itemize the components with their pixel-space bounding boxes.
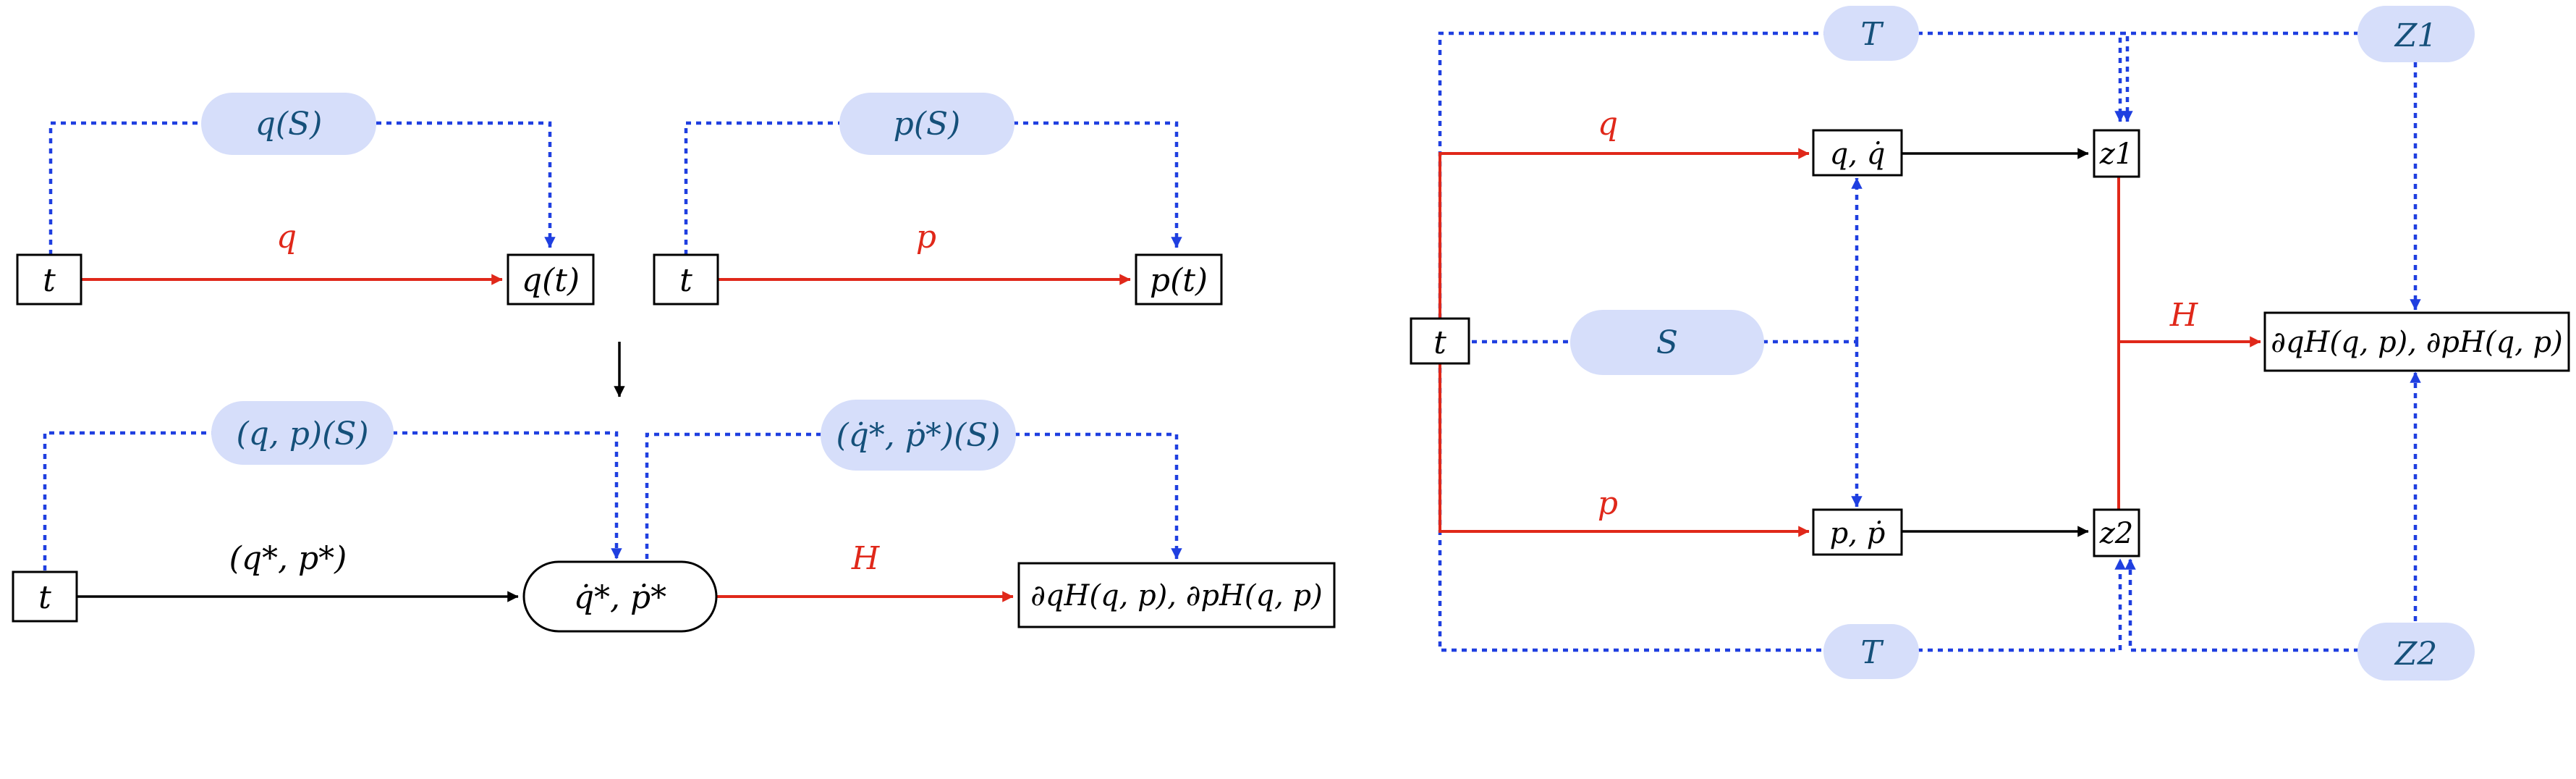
node-t-top-left xyxy=(16,253,82,306)
node-q-qdot-label: q, q̇ xyxy=(1830,138,1886,171)
dashed-edge-t-to-ps xyxy=(684,121,841,255)
node-t-top-right xyxy=(653,253,719,306)
node-t-bottom-label: t xyxy=(38,579,51,616)
right-diagram: T Z1 S T Z2 q p H t q, q̇ p, ṗ z1 z2 ∂qH xyxy=(1410,6,2570,681)
pill-qdot-pdot-of-s-label: (q̇*, ṗ*)(S) xyxy=(836,417,1000,454)
pill-z2-label: Z2 xyxy=(2394,636,2438,673)
node-qdotstar-pdotstar xyxy=(522,560,718,633)
dashed-edge-middle-to-qdps xyxy=(645,432,822,559)
node-q-of-t-label: q(t) xyxy=(522,262,580,299)
pill-p-of-s xyxy=(839,93,1014,155)
node-t-bottom xyxy=(12,570,78,623)
node-p-pdot-label: p, ṗ xyxy=(1830,517,1886,550)
red-edge-t-to-p-pdot xyxy=(1439,342,1810,537)
pill-p-of-s-label: p(S) xyxy=(894,106,961,143)
node-t-right-label: t xyxy=(1433,324,1446,361)
dashed-edge-t-to-top-t xyxy=(1438,31,1825,319)
dashed-edge-t-to-bottom-t xyxy=(1438,368,1825,652)
dashed-edge-t-to-qps xyxy=(43,431,213,570)
dashed-edge-qdps-to-output xyxy=(1014,432,1182,560)
pill-s-label: S xyxy=(1656,324,1678,361)
node-q-of-t xyxy=(507,253,595,306)
dashed-edge-z2-pill-to-z2 xyxy=(2124,558,2359,652)
node-z2-label: z2 xyxy=(2099,517,2134,550)
pill-qp-of-s xyxy=(211,401,394,465)
label-p-right: p xyxy=(1598,485,1618,522)
top-right-p-path: p(S) p t p(t) xyxy=(653,93,1223,306)
pill-qp-of-s-label: (q, p)(S) xyxy=(236,416,368,452)
pill-z2 xyxy=(2357,623,2475,681)
pill-t-bottom-label: T xyxy=(1860,634,1884,671)
node-p-pdot xyxy=(1812,508,1903,556)
node-t-top-left-label: t xyxy=(43,262,56,299)
node-z2 xyxy=(2093,508,2140,557)
dashed-edge-qs-to-qt xyxy=(376,121,556,248)
label-p-arrow: p xyxy=(916,219,936,256)
top-left-q-path: q(S) q t q(t) xyxy=(16,93,595,306)
node-t-top-right-label: t xyxy=(679,262,692,299)
label-h-right: H xyxy=(2169,297,2199,334)
node-qdotstar-pdotstar-label: q̇*, ṗ* xyxy=(574,579,666,616)
node-q-qdot xyxy=(1812,129,1903,177)
red-edge-t-to-q-qdot xyxy=(1439,148,1810,342)
pill-t-top xyxy=(1823,6,1919,61)
label-q-right: q xyxy=(1598,106,1618,143)
dashed-edge-top-t-to-z1 xyxy=(1918,31,2133,122)
node-partial-h-left xyxy=(1017,562,1336,628)
bottom-combined-path: (q, p)(S) (q̇*, ṗ*)(S) (q*, p*) H t q̇*,… xyxy=(12,400,1336,633)
pill-q-of-s-label: q(S) xyxy=(255,106,323,143)
pill-z1-label: Z1 xyxy=(2394,17,2438,54)
node-z1 xyxy=(2093,129,2140,178)
pill-z1 xyxy=(2357,6,2475,62)
pill-qdot-pdot-of-s xyxy=(821,400,1016,471)
pill-s xyxy=(1570,310,1764,375)
node-p-of-t xyxy=(1135,253,1223,306)
node-partial-h-right-label: ∂qH(q, p), ∂pH(q, p) xyxy=(2271,326,2562,359)
pill-t-bottom xyxy=(1823,624,1919,679)
node-t-right xyxy=(1410,317,1470,365)
label-q-arrow: q xyxy=(276,219,297,256)
pill-q-of-s xyxy=(201,93,376,155)
dashed-edge-t-to-qs xyxy=(48,121,203,255)
dashed-edge-bottom-t-to-z2 xyxy=(1918,558,2126,652)
node-p-of-t-label: p(t) xyxy=(1150,262,1208,299)
pill-t-top-label: T xyxy=(1860,16,1884,53)
dashed-edge-qps-to-middle xyxy=(392,431,622,560)
label-h-left-arrow: H xyxy=(851,540,881,577)
node-partial-h-left-label: ∂qH(q, p), ∂pH(q, p) xyxy=(1030,579,1322,612)
label-qstar-pstar-arrow: (q*, p*) xyxy=(229,540,347,577)
dashed-edge-ps-to-pt xyxy=(1013,121,1182,248)
node-z1-label: z1 xyxy=(2099,138,2134,171)
node-partial-h-right xyxy=(2263,311,2570,372)
